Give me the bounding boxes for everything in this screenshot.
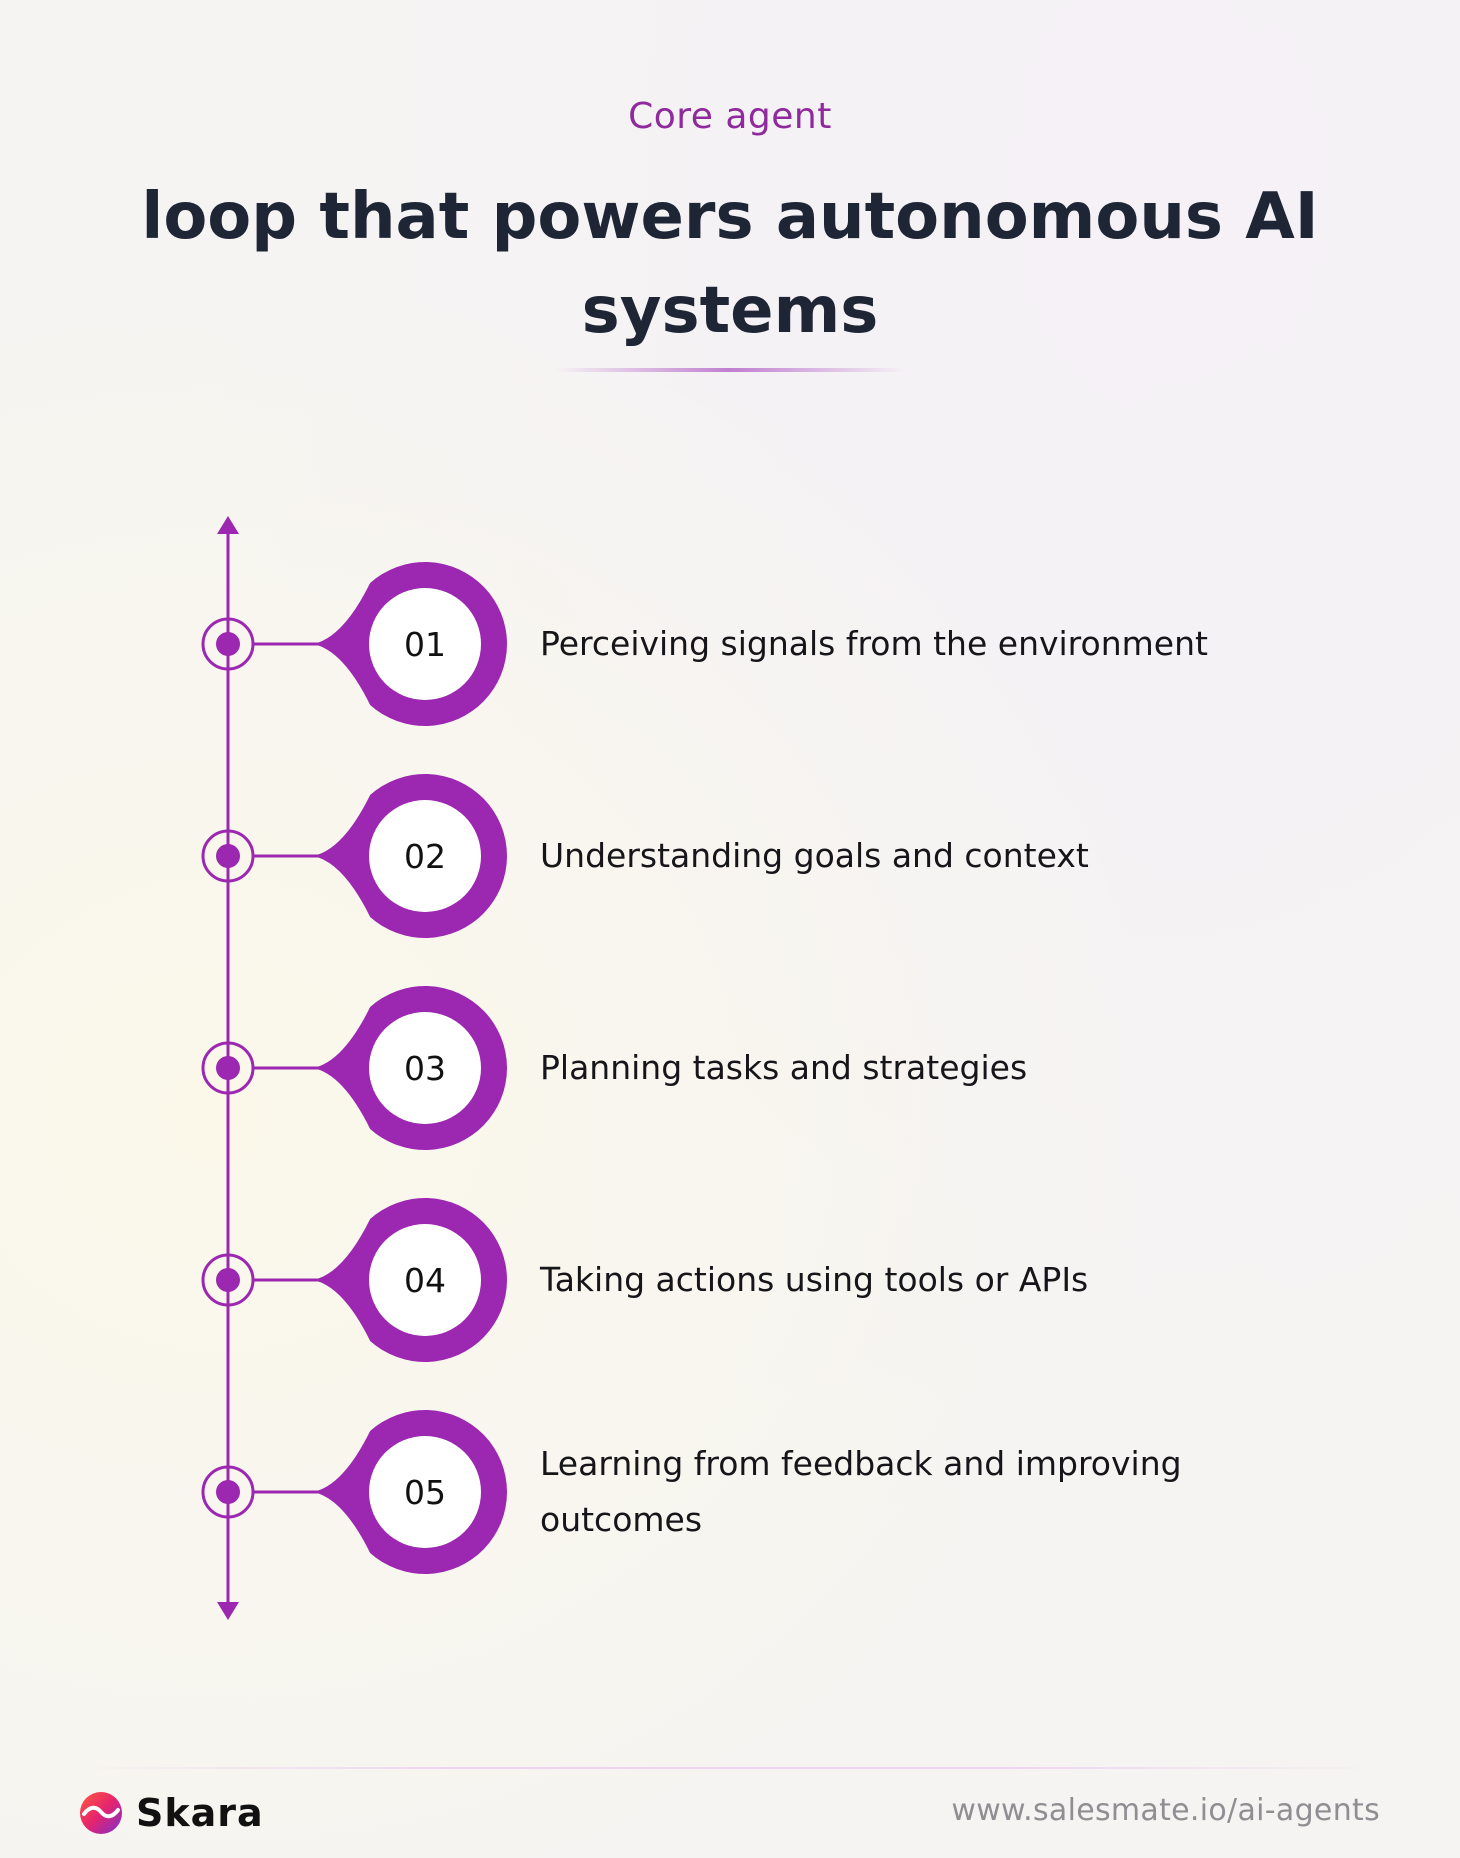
axis-node-dot [216,1268,240,1292]
step-pin-inner [369,1436,481,1548]
step-description: Learning from feedback and improving out… [540,1444,1182,1539]
axis-node-dot [216,1480,240,1504]
axis-node-ring [201,829,255,883]
step-pin-inner [369,1224,481,1336]
step-number: 05 [404,1473,446,1512]
skara-logo-icon [80,1792,122,1834]
footer-url[interactable]: www.salesmate.io/ai-agents [951,1793,1380,1828]
step-marker: 01 [201,562,507,726]
arrow-down-icon [217,1602,239,1620]
step-number: 02 [404,837,446,876]
axis-node-dot [216,844,240,868]
brand-logo: Skara [78,1788,264,1838]
step-marker: 03 [201,986,507,1150]
step-description: Understanding goals and context [540,836,1089,875]
axis-node-ring [201,1253,255,1307]
footer-divider [70,1767,1390,1769]
eyebrow-label: Core agent [628,96,832,137]
title-underline [555,368,905,372]
step-number: 03 [404,1049,446,1088]
step-pin-inner [369,588,481,700]
axis-node-dot [216,1056,240,1080]
step-description: Planning tasks and strategies [540,1048,1028,1087]
axis-node-dot [216,632,240,656]
step-description: Perceiving signals from the environment [540,624,1208,663]
step-pin-inner [369,1012,481,1124]
step-number: 01 [404,625,446,664]
axis-node-ring [201,617,255,671]
step-number: 04 [404,1261,446,1300]
step-marker: 05 [201,1410,507,1574]
step-marker: 04 [201,1198,507,1362]
axis-node-ring [201,1041,255,1095]
step-description: Taking actions using tools or APIs [540,1260,1089,1299]
step-pin-inner [369,800,481,912]
arrow-up-icon [217,516,239,534]
brand-name: Skara [136,1791,264,1835]
page-title: loop that powers autonomous AI systems [141,180,1319,348]
axis-node-ring [201,1465,255,1519]
step-marker: 02 [201,774,507,939]
